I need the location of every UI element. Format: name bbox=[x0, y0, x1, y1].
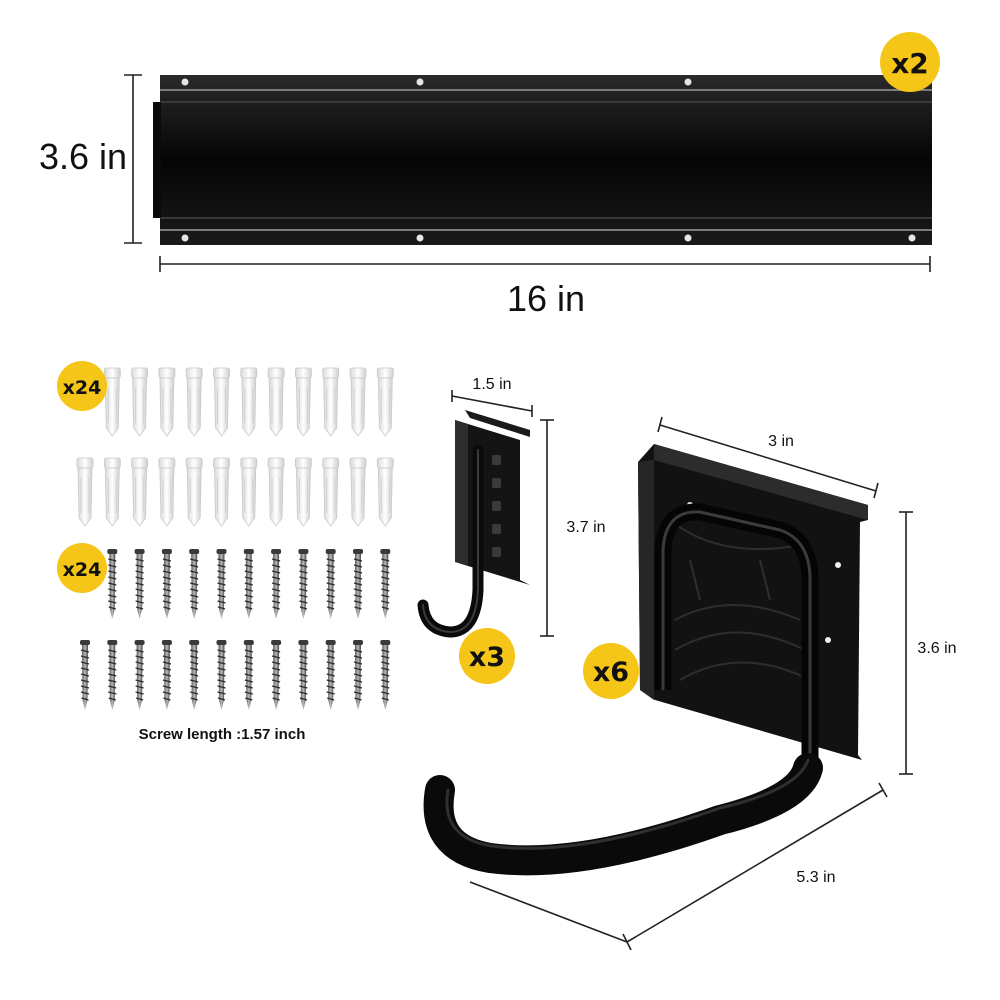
screw bbox=[270, 639, 282, 711]
screw bbox=[379, 639, 391, 711]
screw-length-caption: Screw length :1.57 inch bbox=[139, 726, 306, 743]
screw bbox=[352, 639, 364, 711]
wall-anchor bbox=[322, 367, 340, 437]
small-hook-height-label: 3.7 in bbox=[566, 519, 605, 536]
wall-anchor bbox=[294, 457, 312, 527]
svg-text:x3: x3 bbox=[469, 642, 505, 673]
large-hook-quantity-badge: x6 bbox=[583, 643, 639, 699]
large-hook-width-dimension bbox=[657, 416, 879, 499]
wall-anchor bbox=[240, 457, 258, 527]
wall-anchors bbox=[76, 367, 394, 527]
large-hook-height-label: 3.6 in bbox=[917, 640, 956, 657]
wall-anchor bbox=[322, 457, 340, 527]
screw bbox=[215, 548, 228, 620]
small-hook-width-label: 1.5 in bbox=[472, 376, 511, 393]
screw bbox=[379, 548, 391, 620]
screw bbox=[161, 548, 173, 620]
svg-text:x2: x2 bbox=[891, 47, 929, 80]
screw bbox=[297, 548, 310, 620]
screw bbox=[133, 548, 146, 620]
wall-anchor bbox=[376, 457, 394, 527]
screw bbox=[270, 548, 282, 620]
screws bbox=[79, 548, 391, 711]
screw bbox=[188, 548, 200, 620]
screw bbox=[325, 548, 337, 620]
screw bbox=[79, 639, 91, 711]
wall-anchor bbox=[376, 367, 394, 437]
screw bbox=[133, 639, 146, 711]
screw bbox=[106, 548, 119, 620]
rail-screw-holes bbox=[181, 78, 916, 242]
small-hook bbox=[417, 410, 530, 638]
wall-anchor bbox=[131, 457, 149, 527]
small-hook-quantity-badge: x3 bbox=[459, 628, 515, 684]
small-hook-width-dimension bbox=[451, 390, 533, 417]
anchors-quantity-badge: x24 bbox=[57, 361, 107, 411]
rail-height-label: 3.6 in bbox=[39, 136, 127, 177]
svg-text:x24: x24 bbox=[63, 559, 102, 581]
rail-quantity-badge: x2 bbox=[880, 32, 940, 92]
wall-anchor bbox=[185, 457, 203, 527]
wall-anchor bbox=[131, 367, 149, 437]
wall-anchor bbox=[267, 367, 285, 437]
wall-rail bbox=[153, 75, 932, 245]
rail-width-label: 16 in bbox=[507, 278, 585, 319]
screw bbox=[243, 548, 255, 620]
screw bbox=[243, 639, 255, 711]
large-hook-depth-label: 5.3 in bbox=[796, 869, 835, 886]
wall-anchor bbox=[213, 457, 230, 527]
wall-anchor bbox=[158, 367, 176, 437]
wall-anchor bbox=[103, 367, 121, 437]
large-hook-depth-dimension bbox=[469, 782, 888, 951]
screw bbox=[297, 639, 310, 711]
wall-anchor bbox=[240, 367, 258, 437]
wall-anchor bbox=[267, 457, 285, 527]
wall-anchor bbox=[103, 457, 121, 527]
rail-width-dimension bbox=[159, 256, 931, 272]
svg-text:x6: x6 bbox=[593, 657, 629, 688]
wall-anchor bbox=[213, 367, 230, 437]
screw bbox=[325, 639, 337, 711]
wall-anchor bbox=[76, 457, 94, 527]
screw bbox=[106, 639, 119, 711]
large-hook-height-dimension bbox=[899, 511, 913, 775]
wall-anchor bbox=[349, 367, 367, 437]
wall-anchor bbox=[349, 457, 367, 527]
wall-anchor bbox=[294, 367, 312, 437]
screw bbox=[215, 639, 228, 711]
screw bbox=[352, 548, 364, 620]
small-hook-height-dimension bbox=[540, 419, 554, 637]
large-hook bbox=[423, 444, 868, 876]
large-hook-width-label: 3 in bbox=[768, 433, 794, 450]
wall-anchor bbox=[185, 367, 203, 437]
rail-height-dimension bbox=[124, 74, 142, 244]
wall-anchor bbox=[158, 457, 176, 527]
svg-text:x24: x24 bbox=[63, 377, 102, 399]
screw bbox=[188, 639, 200, 711]
screw bbox=[161, 639, 173, 711]
screws-quantity-badge: x24 bbox=[57, 543, 107, 593]
